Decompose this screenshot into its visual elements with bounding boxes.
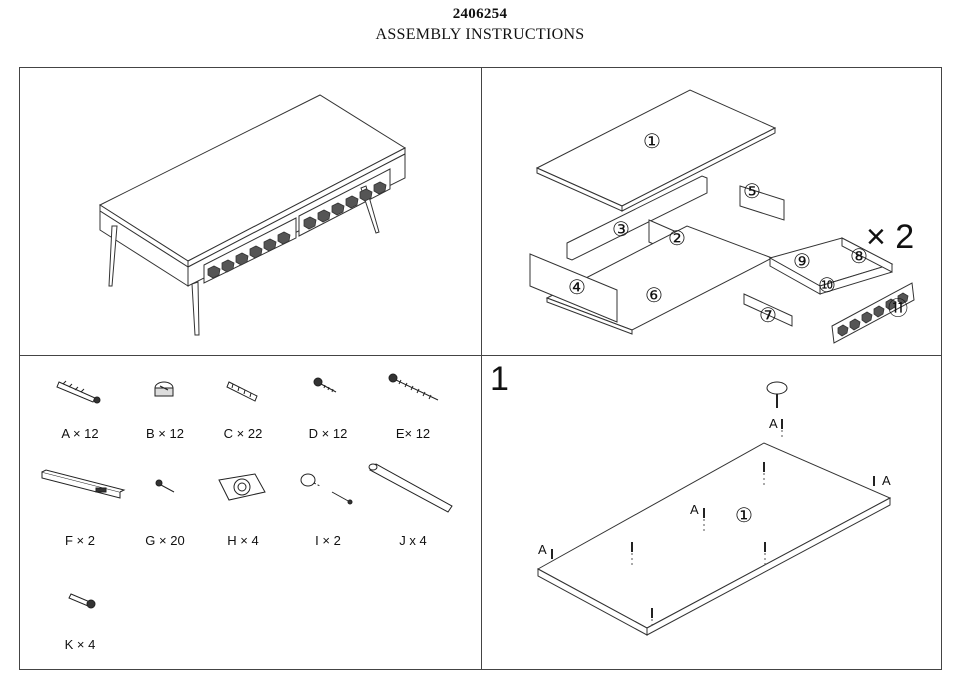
hardware-d-label: D × 12 [308, 426, 348, 441]
bolt-icon [68, 593, 96, 609]
knob-with-screw-icon [300, 473, 353, 505]
part-4-label: ④ [568, 277, 586, 299]
part-7-label: ⑦ [759, 305, 777, 327]
hardware-a-marker-top: A [769, 416, 778, 431]
wall-anchor-screw-icon [56, 380, 101, 404]
exploded-parts-illustration: ① ② ③ ④ ⑤ ⑥ ⑦ ⑧ ⑨ ⑩ ⑪ × 2 [529, 89, 915, 344]
small-screw-icon [155, 479, 175, 493]
hardware-c-label: C × 22 [223, 426, 263, 441]
step-number: 1 [490, 360, 509, 398]
hardware-f-label: F × 2 [65, 533, 95, 548]
hardware-h-label: H × 4 [227, 533, 259, 548]
part-8-label: ⑧ [850, 246, 868, 268]
hardware-j-label: J x 4 [399, 533, 427, 548]
step-part-1-label: ① [735, 505, 753, 527]
part-6-label: ⑥ [645, 285, 663, 307]
document-title: ASSEMBLY INSTRUCTIONS [375, 26, 585, 43]
hardware-a-label: A × 12 [61, 426, 99, 441]
wood-dowel-icon [226, 381, 258, 402]
assembled-table-panel [20, 68, 480, 354]
long-screw-icon [388, 373, 439, 401]
hardware-g-label: G × 20 [145, 533, 185, 548]
leg-mounting-plate-icon [218, 473, 266, 501]
hardware-a-marker-center: A [690, 502, 699, 517]
step-1-panel: 1 A A A [482, 356, 941, 669]
part-10-label: ⑩ [818, 275, 836, 297]
panel-divider-horizontal [19, 355, 942, 356]
part-2-label: ② [668, 228, 686, 250]
assembled-table-illustration [98, 94, 407, 336]
part-9-label: ⑨ [793, 251, 811, 273]
tapered-leg-icon [368, 463, 453, 513]
hardware-b-label: B × 12 [146, 426, 184, 441]
hardware-k-label: K × 4 [64, 637, 96, 652]
short-screw-icon [313, 377, 337, 393]
document-number: 2406254 [452, 6, 508, 22]
panel-divider-vertical [481, 67, 482, 670]
cam-lock-icon [154, 381, 174, 397]
hardware-e-label: E× 12 [395, 426, 431, 441]
hardware-a-marker-left: A [538, 542, 547, 557]
drawer-slide-icon [41, 469, 126, 499]
part-5-label: ⑤ [743, 181, 761, 203]
part-1-label: ① [643, 131, 661, 153]
drawer-quantity-multiplier: × 2 [866, 218, 914, 256]
step-1-illustration: A A A A ① [536, 381, 892, 636]
part-3-label: ③ [612, 219, 630, 241]
part-11-label: ⑪ [888, 297, 908, 320]
screwdriver-icon [766, 381, 788, 408]
instruction-frame [19, 67, 942, 670]
hardware-a-marker-right: A [882, 473, 891, 488]
hardware-list-panel: A × 12 B × 12 C × 22 D × 12 E× 12 F × 2 … [20, 356, 480, 669]
exploded-parts-panel: ① ② ③ ④ ⑤ ⑥ ⑦ ⑧ ⑨ ⑩ ⑪ × 2 [482, 68, 941, 354]
hardware-i-label: I × 2 [315, 533, 341, 548]
